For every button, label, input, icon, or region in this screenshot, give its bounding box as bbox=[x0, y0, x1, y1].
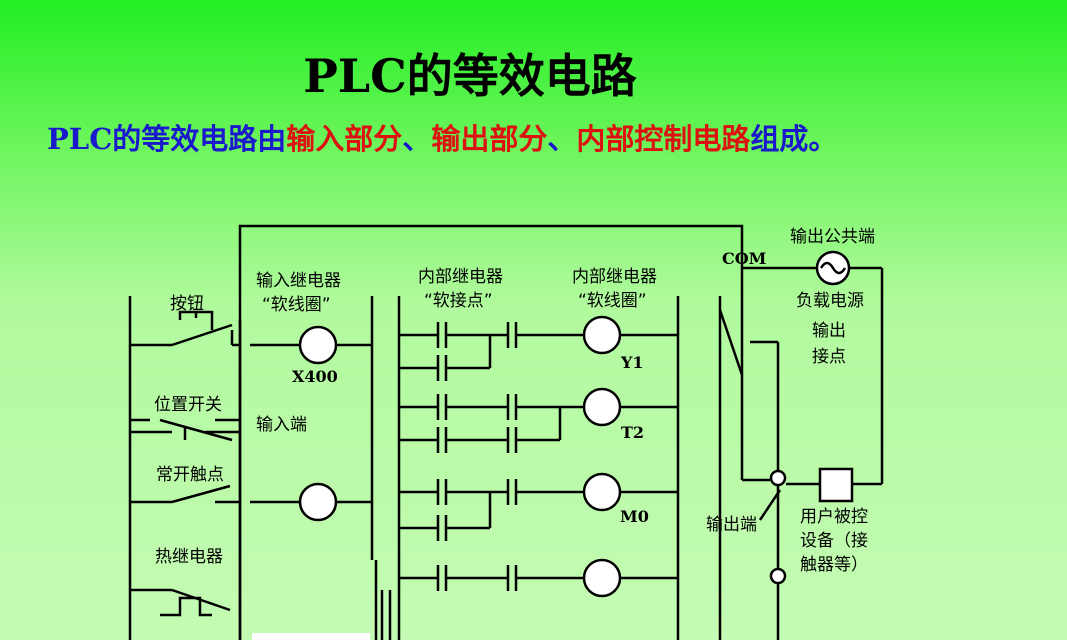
output-terminal-bottom bbox=[769, 567, 787, 585]
position-switch-label: 位置开关 bbox=[154, 395, 222, 415]
subtitle: PLC的等效电路由输入部分、输出部分、内部控制电路组成。 bbox=[47, 116, 837, 158]
internal-coils-label-1: 内部继电器 bbox=[572, 267, 657, 287]
output-circuit bbox=[718, 266, 884, 640]
internal-rung-m0 bbox=[399, 479, 678, 541]
m0-coil bbox=[582, 472, 622, 512]
subtitle-internal-part: 内部控制电路 bbox=[576, 122, 751, 156]
subtitle-part-5: 组成 bbox=[750, 122, 809, 156]
button-label: 按钮 bbox=[170, 294, 204, 314]
normally-open-contact bbox=[130, 484, 240, 504]
subtitle-output-part: 输出部分 bbox=[431, 122, 548, 156]
bottom-coil bbox=[582, 558, 622, 598]
x400-label: X400 bbox=[292, 367, 338, 386]
lower-input-coil bbox=[298, 482, 338, 522]
internal-rung-t2 bbox=[399, 394, 678, 453]
internal-rung-y1 bbox=[399, 322, 678, 381]
input-relay-label-1: 输入继电器 bbox=[256, 271, 341, 291]
load-supply-label: 负载电源 bbox=[796, 291, 864, 311]
internal-contacts-label-1: 内部继电器 bbox=[418, 267, 503, 287]
user-device-label-2: 设备（接 bbox=[800, 531, 868, 551]
normally-open-label: 常开触点 bbox=[156, 465, 224, 485]
ac-wave-icon bbox=[819, 261, 847, 275]
internal-rung-bottom bbox=[399, 565, 678, 591]
user-device-box bbox=[818, 467, 854, 503]
output-contact-label-2: 接点 bbox=[812, 347, 846, 367]
internal-coils-label-2: “软线圈” bbox=[578, 291, 647, 311]
input-relay-label-2: “软线圈” bbox=[262, 295, 331, 315]
subtitle-sep-1: 、 bbox=[402, 122, 432, 156]
thermal-relay-label: 热继电器 bbox=[155, 547, 223, 567]
subtitle-sep-2: 、 bbox=[547, 122, 577, 156]
input-terminal-label: 输入端 bbox=[256, 415, 307, 435]
com-label: COM bbox=[722, 249, 766, 268]
subtitle-end: 。 bbox=[808, 122, 838, 156]
y1-label: Y1 bbox=[620, 353, 644, 372]
page-title: PLC的等效电路 bbox=[303, 49, 637, 103]
user-device-label-3: 触器等） bbox=[800, 555, 868, 575]
position-switch-contact bbox=[130, 418, 240, 442]
internal-contacts-label-2: “软接点” bbox=[424, 291, 493, 311]
t2-coil bbox=[582, 387, 622, 427]
t2-label: T2 bbox=[621, 423, 644, 442]
button-contact bbox=[130, 310, 240, 347]
thermal-relay-contact bbox=[130, 588, 231, 617]
output-common-label: 输出公共端 bbox=[790, 227, 875, 247]
x400-coil bbox=[298, 325, 338, 365]
output-terminal-label: 输出端 bbox=[706, 515, 757, 535]
subtitle-input-part: 输入部分 bbox=[286, 122, 403, 156]
m0-label: M0 bbox=[620, 507, 649, 526]
user-device-label-1: 用户被控 bbox=[800, 507, 868, 527]
y1-coil bbox=[582, 315, 622, 355]
subtitle-part-1: PLC的等效电路由 bbox=[47, 122, 287, 156]
output-contact-label-1: 输出 bbox=[812, 321, 846, 341]
output-terminal-top bbox=[769, 469, 787, 487]
